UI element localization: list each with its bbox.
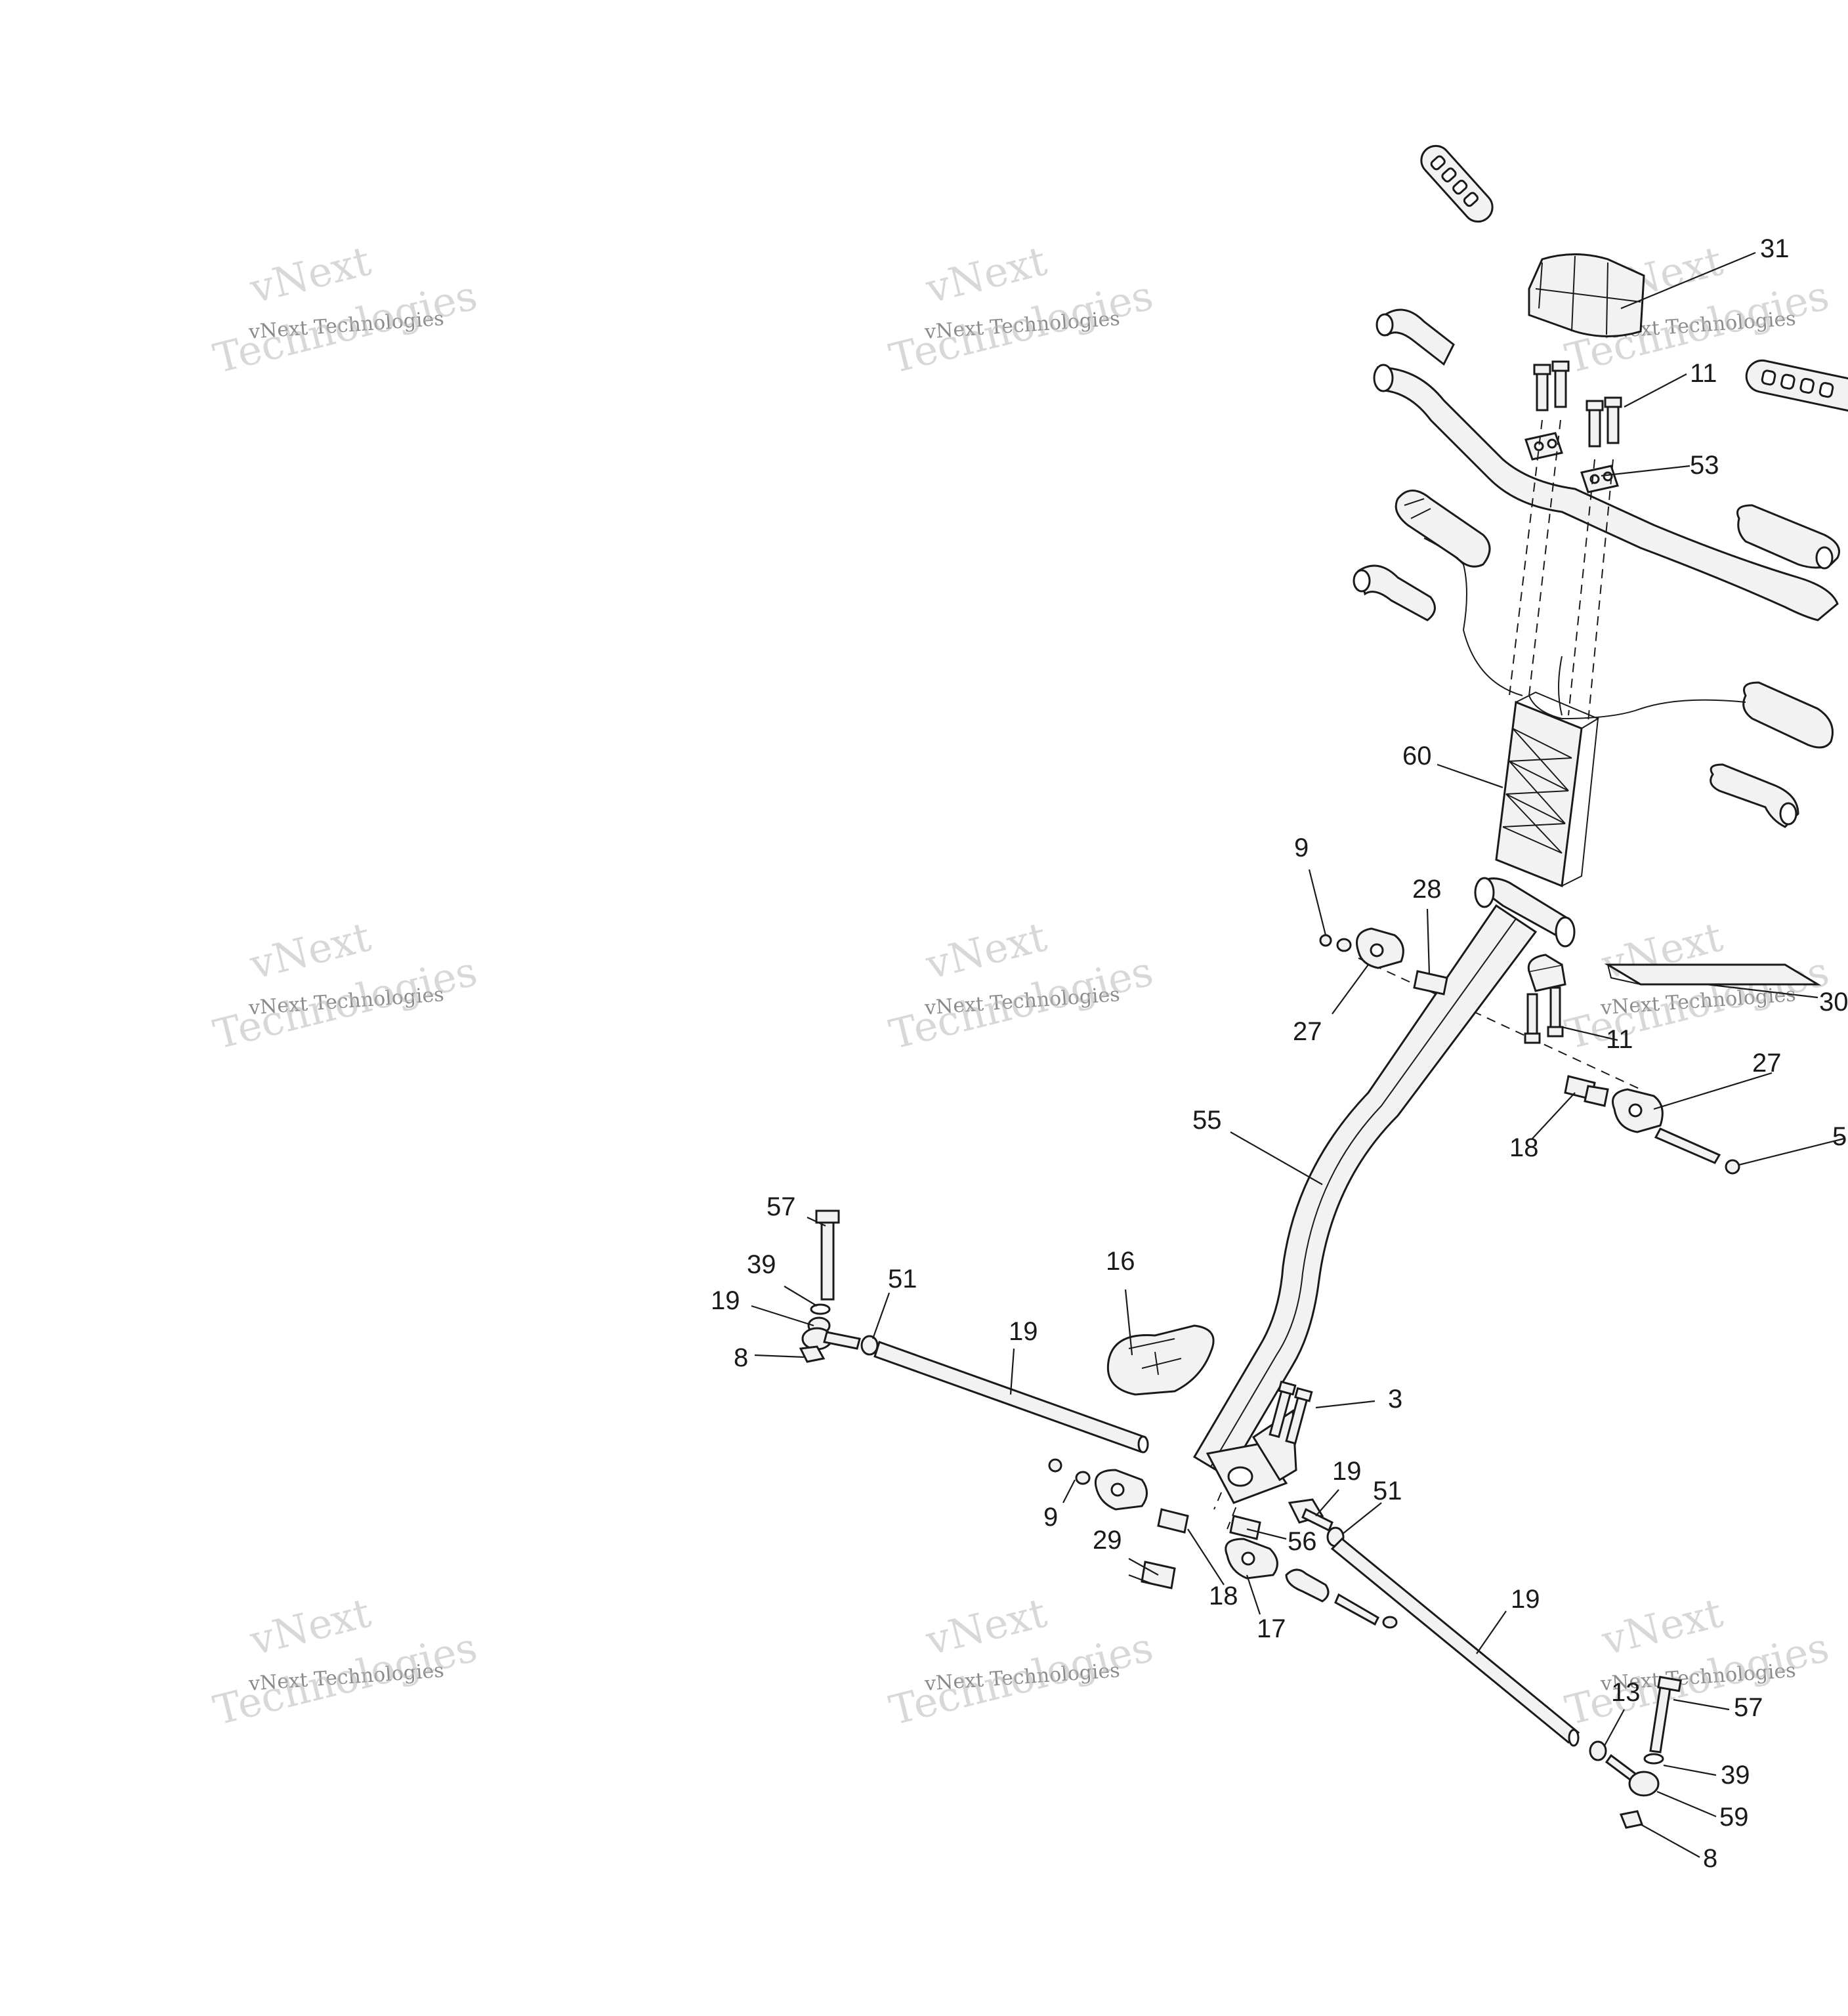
callout-19-left-end: 19: [711, 1286, 740, 1315]
callout-8-right: 8: [1703, 1844, 1717, 1873]
handlebar-clamp-left: [1524, 432, 1563, 461]
callout-11-column: 11: [1606, 1025, 1633, 1054]
callout-57-right: 57: [1734, 1693, 1763, 1722]
callout-27-right: 27: [1752, 1049, 1782, 1078]
callout-labels: 31 11 53 60 9 28 27 11 27 18 55 57 39 51…: [711, 234, 1848, 1873]
bearing-27-left: [1356, 927, 1404, 969]
hand-warmer-right: [1528, 656, 1834, 749]
nut-8-right: [1619, 1810, 1643, 1829]
callout-51-right: 51: [1373, 1477, 1402, 1505]
warmer-tube-right-low: [1710, 763, 1799, 828]
nut-8-left: [799, 1345, 826, 1363]
link-17: [1225, 1538, 1398, 1629]
watermark-9: vNext vNext Technologies Technologies: [1561, 1589, 1834, 1734]
watermark-1: vNext vNext Technologies Technologies: [209, 237, 482, 383]
nut-9-top: [1319, 934, 1352, 952]
bushing-28: [1413, 970, 1448, 996]
bolt-57-left: [815, 1209, 840, 1301]
riser-block: [1495, 691, 1600, 888]
column-clamp: [1527, 954, 1566, 992]
bolt-5-right: [1654, 1127, 1740, 1175]
warmer-tube-left-low: [1353, 564, 1436, 621]
watermark-2: vNext vNext Technologies Technologies: [885, 237, 1158, 383]
callout-27-left: 27: [1293, 1017, 1322, 1046]
watermark-7: vNext vNext Technologies Technologies: [209, 1589, 482, 1734]
bearing-lower-left: [1094, 1469, 1148, 1511]
washer-39-right: [1643, 1753, 1664, 1765]
callout-19-left-rod: 19: [1009, 1317, 1038, 1346]
cover-16: [1106, 1324, 1215, 1396]
hand-warmer-left: [1395, 490, 1523, 696]
bolt-57-right: [1649, 1675, 1682, 1754]
handlebar-grip-top: [1420, 144, 1494, 223]
tie-rod-end-right: [1605, 1754, 1660, 1797]
callout-57-left: 57: [766, 1192, 796, 1221]
jam-nut-51-left: [860, 1335, 879, 1356]
bushing-18-right: [1564, 1075, 1609, 1107]
callout-16: 16: [1106, 1247, 1135, 1276]
callout-51-left: 51: [888, 1265, 917, 1293]
watermark-5: vNext vNext Technologies Technologies: [885, 913, 1158, 1059]
callout-55: 55: [1192, 1106, 1222, 1135]
bolt-3: [1269, 1380, 1313, 1445]
callout-18-right: 18: [1509, 1133, 1539, 1162]
callout-17: 17: [1257, 1614, 1286, 1643]
bolt-set-column: [1524, 986, 1564, 1044]
handlebar-clamp-right: [1580, 465, 1619, 494]
tie-rod-left: [873, 1341, 1149, 1454]
callout-59: 59: [1719, 1803, 1749, 1832]
watermark-8: vNext vNext Technologies Technologies: [885, 1589, 1158, 1734]
callout-19-right-rod: 19: [1511, 1585, 1540, 1614]
callout-19-right-end: 19: [1332, 1457, 1362, 1486]
handlebar-grip-right: [1745, 359, 1848, 414]
callout-30: 30: [1819, 988, 1848, 1017]
warmer-tube-right-top: [1736, 504, 1840, 570]
handlebar: [1373, 364, 1839, 621]
callout-5: 5: [1832, 1122, 1847, 1151]
tie-rod-right: [1330, 1537, 1580, 1747]
plate-30: [1604, 963, 1822, 986]
callout-13: 13: [1611, 1678, 1641, 1707]
callout-39-right: 39: [1721, 1761, 1750, 1790]
warmer-tube-left-top: [1376, 308, 1455, 366]
bushing-18-lower: [1157, 1508, 1189, 1534]
bearing-27-right: [1612, 1088, 1664, 1133]
callout-11-top: 11: [1690, 359, 1717, 388]
bushing-56: [1229, 1515, 1261, 1540]
handlebar-pad: [1528, 253, 1645, 337]
callout-28: 28: [1412, 875, 1442, 904]
leader-lines: [751, 251, 1845, 1858]
watermark-group: vNext vNext Technologies Technologies vN…: [209, 237, 1834, 1734]
bolt-set-top: [1533, 360, 1622, 448]
tie-rod-end-left: [801, 1316, 861, 1351]
washer-39-left: [810, 1303, 831, 1315]
watermark-4: vNext vNext Technologies Technologies: [209, 913, 482, 1059]
jam-nut-13: [1589, 1740, 1607, 1761]
callout-8-left: 8: [734, 1343, 748, 1372]
callout-29: 29: [1093, 1526, 1122, 1555]
callout-9-top: 9: [1294, 833, 1309, 862]
callout-9-lower: 9: [1043, 1503, 1058, 1532]
callout-3: 3: [1388, 1385, 1402, 1414]
callout-39-left: 39: [747, 1250, 776, 1279]
callout-56: 56: [1288, 1527, 1317, 1556]
callout-53: 53: [1690, 451, 1719, 480]
callout-60: 60: [1402, 742, 1432, 770]
steering-column: [1192, 877, 1576, 1504]
callout-31: 31: [1760, 234, 1790, 263]
callout-18-lower: 18: [1209, 1582, 1238, 1610]
nut-9-lower: [1048, 1458, 1091, 1485]
